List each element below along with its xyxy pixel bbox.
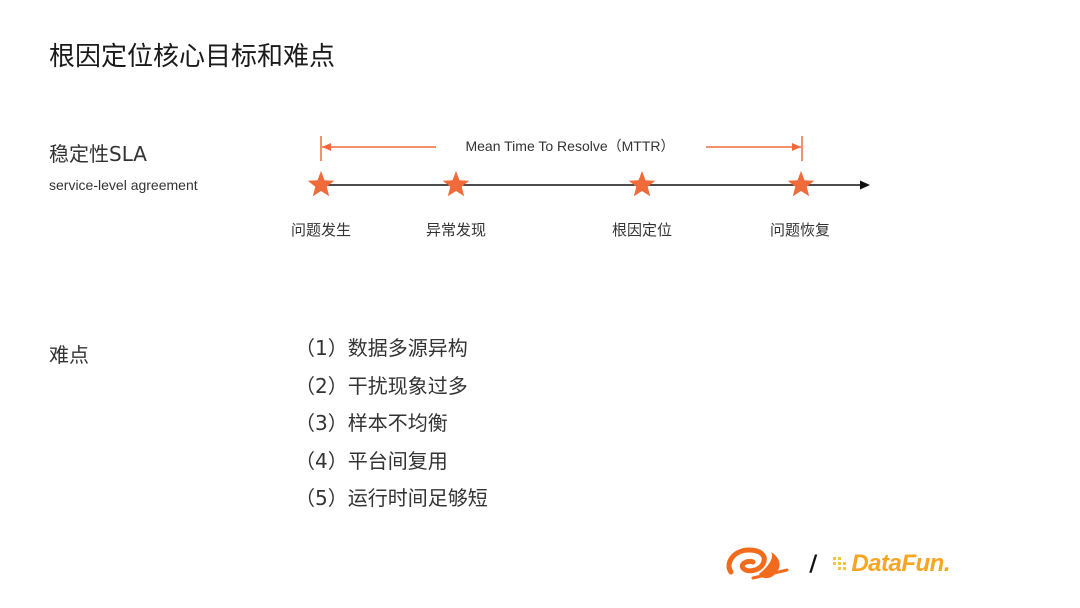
- timeline-graphic: [307, 136, 870, 197]
- difficulty-item: （5）运行时间足够短: [295, 486, 488, 510]
- timeline-event-label: 问题恢复: [769, 221, 830, 239]
- event-star-icon: [787, 171, 815, 197]
- difficulty-item: （4）平台间复用: [295, 448, 448, 473]
- event-star-icon: [628, 171, 656, 197]
- alibaba-logo-icon: [726, 547, 789, 580]
- datafun-logo-text: DataFun.: [851, 550, 950, 577]
- timeline-axis-arrowhead: [860, 180, 870, 190]
- datafun-logo: DataFun.: [833, 550, 950, 578]
- timeline-event-label: 异常发现: [425, 221, 486, 239]
- footer-logos: / DataFun.: [723, 540, 950, 588]
- sla-heading: 稳定性SLA: [49, 142, 147, 166]
- difficulty-item: （1）数据多源异构: [295, 336, 468, 360]
- difficulties-heading: 难点: [49, 343, 89, 367]
- event-star-icon: [442, 171, 470, 197]
- mttr-label: Mean Time To Resolve（MTTR）: [465, 138, 675, 154]
- timeline-event-label: 问题发生: [290, 221, 351, 239]
- mttr-left-arrowhead: [322, 143, 331, 151]
- mttr-right-arrowhead: [792, 143, 801, 151]
- timeline-event-label: 根因定位: [611, 221, 672, 239]
- logo-separator: /: [809, 551, 818, 577]
- slide-title: 根因定位核心目标和难点: [49, 42, 336, 72]
- difficulty-item: （2）干扰现象过多: [295, 373, 468, 398]
- difficulty-item: （3）样本不均衡: [295, 411, 448, 435]
- sla-subheading: service-level agreement: [49, 177, 198, 193]
- event-star-icon: [307, 171, 335, 197]
- difficulties-list: （1）数据多源异构 （2）干扰现象过多 （3）样本不均衡 （4）平台间复用 （5…: [295, 334, 488, 522]
- datafun-dots-icon: [833, 557, 847, 570]
